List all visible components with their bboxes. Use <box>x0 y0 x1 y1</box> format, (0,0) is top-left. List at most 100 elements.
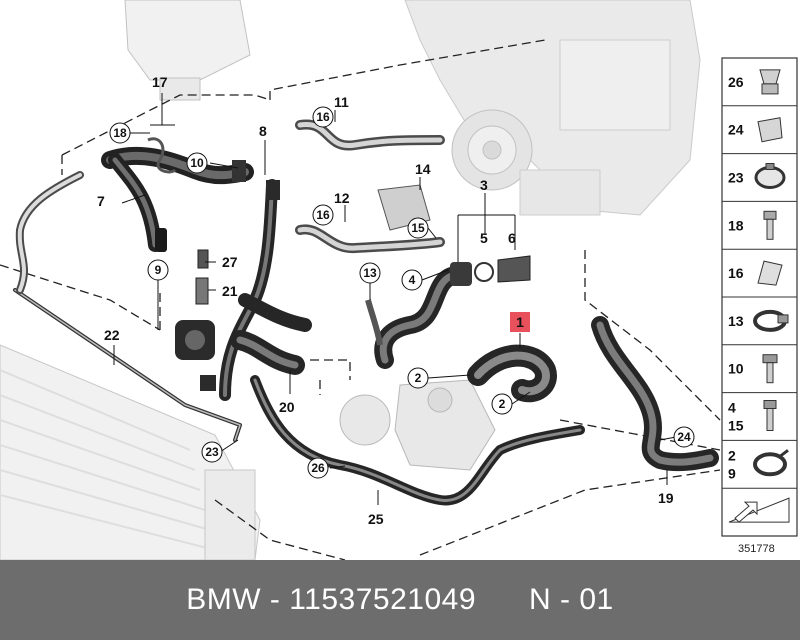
callout-16-top[interactable]: 16 <box>312 106 334 128</box>
panel-row-label: 15 <box>728 418 744 434</box>
assembly-outline <box>0 39 721 560</box>
callout-26[interactable]: 26 <box>307 457 329 479</box>
callout-2-left[interactable]: 2 <box>407 367 429 389</box>
svg-text:2: 2 <box>415 371 422 385</box>
svg-text:20: 20 <box>279 399 295 415</box>
callout-6[interactable]: 6 <box>508 230 516 246</box>
svg-text:22: 22 <box>104 327 120 343</box>
svg-text:8: 8 <box>259 123 267 139</box>
clamp-spring-icon <box>759 69 781 95</box>
callout-5[interactable]: 5 <box>480 230 488 246</box>
callout-1-highlighted[interactable]: 1 <box>510 312 530 332</box>
callout-14[interactable]: 14 <box>415 161 431 177</box>
panel-row-18[interactable]: 18 <box>722 200 797 240</box>
panel-row-arrow[interactable] <box>722 487 797 523</box>
callout-3[interactable]: 3 <box>480 177 488 193</box>
svg-text:16: 16 <box>316 110 330 124</box>
part-number-text: BMW - 11537521049 N - 01 <box>186 583 614 616</box>
callout-11[interactable]: 11 <box>334 94 349 110</box>
svg-text:26: 26 <box>311 461 325 475</box>
hose-clamp-icon <box>754 163 786 189</box>
svg-text:10: 10 <box>190 156 204 170</box>
svg-text:9: 9 <box>155 263 162 277</box>
callout-8[interactable]: 8 <box>259 123 267 139</box>
panel-row-label: 26 <box>728 74 744 90</box>
panel-row-label: 13 <box>728 313 744 329</box>
band-clamp-icon <box>753 309 789 332</box>
panel-row-label: 23 <box>728 170 744 186</box>
panel-row-2-9[interactable]: 29 <box>722 439 797 481</box>
hoses <box>13 119 719 506</box>
panel-row-label: 16 <box>728 265 744 281</box>
callout-7[interactable]: 7 <box>97 193 105 209</box>
callout-10[interactable]: 10 <box>186 152 208 174</box>
panel-row-label: 18 <box>728 217 744 233</box>
panel-row-23[interactable]: 23 <box>722 153 797 189</box>
svg-text:21: 21 <box>222 283 238 299</box>
callout-21[interactable]: 21 <box>222 283 238 299</box>
panel-row-26[interactable]: 26 <box>728 69 781 95</box>
callout-15[interactable]: 15 <box>407 217 429 239</box>
leader-lines <box>113 93 677 505</box>
svg-text:17: 17 <box>152 74 168 90</box>
callout-18[interactable]: 18 <box>109 122 131 144</box>
hex-bolt-icon <box>762 354 778 384</box>
callout-27[interactable]: 27 <box>222 254 238 270</box>
panel-row-label: 9 <box>728 465 736 481</box>
panel-row-16[interactable]: 16 <box>722 248 797 286</box>
svg-text:1: 1 <box>516 314 524 330</box>
svg-text:23: 23 <box>205 445 219 459</box>
callout-9[interactable]: 9 <box>147 259 169 281</box>
callout-2-right[interactable]: 2 <box>491 393 513 415</box>
callout-20[interactable]: 20 <box>279 399 295 415</box>
thermostat-pump-illustration <box>339 379 496 471</box>
svg-text:11: 11 <box>334 94 349 110</box>
panel-row-13[interactable]: 13 <box>722 296 797 332</box>
svg-text:12: 12 <box>334 190 350 206</box>
callout-16-mid[interactable]: 16 <box>312 204 334 226</box>
callout-23[interactable]: 23 <box>201 441 223 463</box>
svg-text:14: 14 <box>415 161 431 177</box>
radiator-illustration <box>0 344 261 560</box>
callout-19[interactable]: 19 <box>658 490 674 506</box>
panel-row-label: 10 <box>728 361 744 377</box>
callout-25[interactable]: 25 <box>368 511 384 527</box>
arrow-icon <box>728 497 790 523</box>
svg-text:18: 18 <box>113 126 127 140</box>
clip-icon <box>757 117 783 143</box>
svg-text:19: 19 <box>658 490 674 506</box>
screw-icon <box>763 400 777 431</box>
bracket-clip-icon <box>757 260 783 286</box>
svg-text:6: 6 <box>508 230 516 246</box>
svg-text:3: 3 <box>480 177 488 193</box>
svg-text:5: 5 <box>480 230 488 246</box>
callout-17[interactable]: 17 <box>152 74 168 90</box>
panel-row-4-15[interactable]: 415 <box>722 392 797 434</box>
svg-text:27: 27 <box>222 254 238 270</box>
callout-24[interactable]: 24 <box>673 426 695 448</box>
svg-text:13: 13 <box>363 266 377 280</box>
engine-block-illustration <box>404 0 701 216</box>
expansion-tank-illustration <box>124 0 251 101</box>
parts-panel: 26 24 23 18 16 13 10 415 29 351778 <box>721 57 798 555</box>
part-callouts: 17 18 10 8 11 16 7 14 3 12 16 15 5 6 9 2… <box>97 74 695 527</box>
svg-text:4: 4 <box>409 273 416 287</box>
svg-text:7: 7 <box>97 193 105 209</box>
callout-4[interactable]: 4 <box>401 269 423 291</box>
panel-row-10[interactable]: 10 <box>722 344 797 384</box>
svg-text:15: 15 <box>411 221 425 235</box>
callout-22[interactable]: 22 <box>104 327 120 343</box>
svg-text:24: 24 <box>677 430 691 444</box>
parts-diagram: 17 18 10 8 11 16 7 14 3 12 16 15 5 6 9 2… <box>0 0 798 560</box>
callout-13[interactable]: 13 <box>359 262 381 284</box>
panel-row-24[interactable]: 24 <box>722 105 797 143</box>
svg-text:2: 2 <box>499 397 506 411</box>
svg-text:16: 16 <box>316 208 330 222</box>
footer-banner: BMW - 11537521049 N - 01 <box>0 560 800 640</box>
svg-text:25: 25 <box>368 511 384 527</box>
panel-row-label: 24 <box>728 122 744 138</box>
diagram-ref-number: 351778 <box>738 543 775 555</box>
callout-12[interactable]: 12 <box>334 190 350 206</box>
bolt-icon <box>763 210 777 240</box>
